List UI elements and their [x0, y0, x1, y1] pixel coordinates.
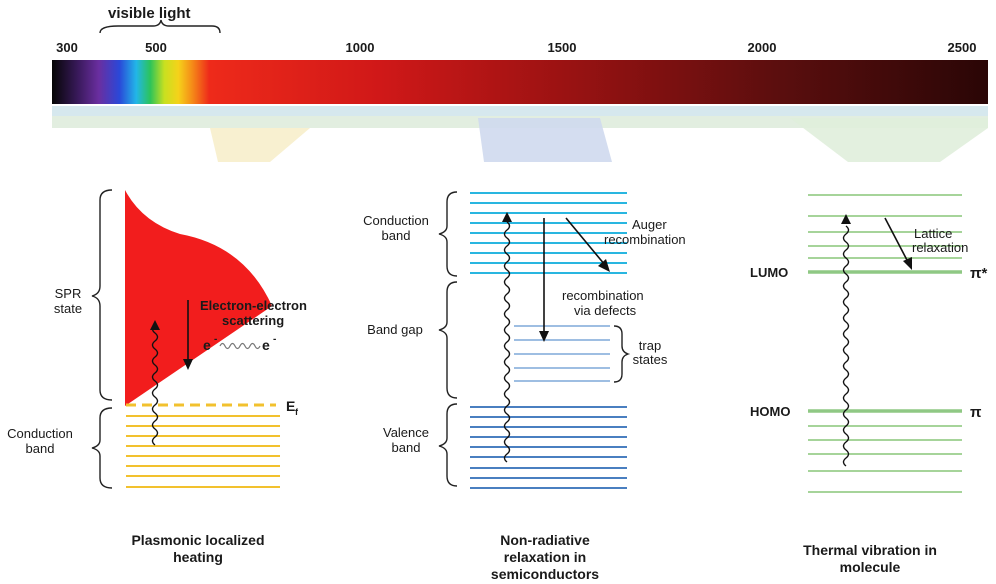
cyan-band-lines [470, 192, 627, 274]
defect-recombination-label: via defects [574, 303, 637, 318]
valence-band-brace [438, 403, 458, 487]
fermi-subscript: f [295, 407, 299, 417]
excitation-wave-icon [503, 221, 511, 463]
conduction-band-label: Conduction [363, 213, 429, 228]
trap-states-label: trap [639, 338, 661, 353]
panel-title: Thermal vibration in [803, 542, 937, 558]
panel-semiconductor: Conduction band Band gap Valence band tr… [363, 191, 686, 582]
band-gap-brace [438, 281, 458, 399]
panel-title: heating [173, 549, 223, 565]
panel-title: Non-radiative [500, 532, 590, 548]
excitation-wave-icon [151, 324, 159, 446]
lattice-label: Lattice [914, 226, 952, 241]
arrowhead [539, 331, 549, 342]
homo-label: HOMO [750, 404, 790, 419]
auger-arrow [565, 217, 606, 266]
tick-label: 2000 [748, 40, 777, 55]
auger-label: recombination [604, 232, 686, 247]
pi-star-label: π* [970, 265, 987, 282]
visible-light-label: visible light [108, 5, 191, 22]
arrowhead [903, 257, 912, 270]
defect-recombination-label: recombination [562, 288, 644, 303]
spr-brace [91, 189, 113, 401]
lower-green-lines [808, 425, 962, 493]
upper-green-lines [808, 194, 962, 259]
electron-symbol: e [262, 337, 270, 353]
electron-symbol: e [203, 337, 211, 353]
fermi-label: E [286, 398, 295, 414]
spectrum-shadow-band [52, 106, 988, 116]
panel-title: molecule [840, 559, 901, 575]
arrowhead [502, 212, 512, 222]
tick-label: 300 [56, 40, 78, 55]
green-projection [790, 118, 988, 162]
conduction-band-label: band [382, 228, 411, 243]
spectrum-bar [52, 60, 988, 104]
spr-distribution [125, 190, 272, 406]
visible-light-brace [99, 19, 221, 34]
trap-state-lines [514, 325, 610, 382]
arrowhead [183, 359, 193, 370]
valence-band-label: Valence [383, 425, 429, 440]
panel-molecule: LUMO HOMO π* π Lattice relaxation Therma… [750, 194, 987, 575]
excitation-wave-icon [842, 225, 850, 467]
conduction-band-brace [91, 407, 113, 489]
valence-band-lines [470, 406, 627, 489]
scattering-label: scattering [222, 313, 284, 328]
spectrum-ticks: 300 500 1000 1500 2000 2500 [56, 40, 976, 55]
conduction-band-label: Conduction [7, 426, 73, 441]
panel-title: relaxation in [504, 549, 586, 565]
conduction-band-brace [438, 191, 458, 277]
lattice-relaxation-arrow [884, 217, 909, 263]
conduction-band-label: band [26, 441, 55, 456]
gold-band-lines [126, 415, 280, 488]
tick-label: 500 [145, 40, 167, 55]
gold-projection [210, 128, 310, 162]
tick-label: 2500 [948, 40, 977, 55]
band-gap-label: Band gap [367, 322, 423, 337]
spr-label: state [54, 301, 82, 316]
valence-band-label: band [392, 440, 421, 455]
panel-title: Plasmonic localized [131, 532, 264, 548]
auger-label: Auger [632, 217, 667, 232]
lumo-label: LUMO [750, 265, 788, 280]
panel-plasmonic: SPR state Electron-electron scattering e… [7, 189, 307, 565]
trap-states-brace [613, 325, 631, 383]
lattice-label: relaxation [912, 240, 968, 255]
spr-label: SPR [55, 286, 82, 301]
trap-states-label: states [633, 352, 668, 367]
arrowhead [150, 320, 160, 330]
arrowhead [841, 214, 851, 224]
phonon-wave-icon [219, 342, 261, 350]
blue-projection [478, 118, 612, 162]
pi-label: π [970, 404, 982, 421]
arrowhead [598, 259, 610, 272]
tick-label: 1500 [548, 40, 577, 55]
electron-charge: - [273, 334, 276, 345]
scattering-label: Electron-electron [200, 298, 307, 313]
tick-label: 1000 [346, 40, 375, 55]
electron-charge: - [214, 334, 217, 345]
panel-title: semiconductors [491, 566, 599, 582]
